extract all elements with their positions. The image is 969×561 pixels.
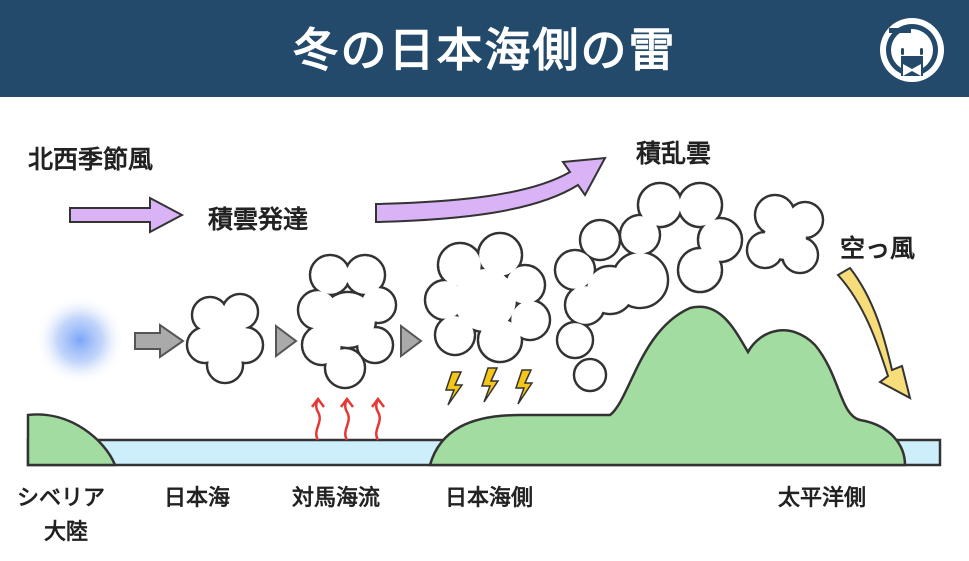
lightning-icons	[444, 367, 534, 406]
monsoon-label: 北西季節風	[28, 145, 154, 174]
japan-land	[428, 305, 907, 467]
cumulonimbus-label: 積乱雲	[636, 139, 712, 168]
monsoon-curved-arrow	[375, 156, 607, 224]
cloud-icon	[423, 231, 552, 364]
heat-arrows	[311, 396, 385, 441]
heat-arrow-icon	[371, 396, 385, 441]
cloud-icon	[553, 181, 744, 393]
siberia-label: シベリア	[17, 486, 106, 511]
wind-arrow	[134, 323, 185, 359]
clouds	[185, 181, 825, 393]
lightning-icon	[514, 369, 534, 405]
dry-wind-arrow	[836, 266, 912, 400]
tsushima-current-label: 対馬海流	[292, 486, 381, 511]
continent-label: 大陸	[44, 520, 89, 545]
siberia-land	[26, 413, 117, 467]
page-title: 冬の日本海側の雷	[292, 23, 677, 77]
cumulus-label: 積雲発達	[208, 205, 309, 234]
pacific-side-label: 太平洋側	[778, 486, 867, 511]
cloud-icon	[296, 253, 398, 390]
sea-of-japan-label: 日本海	[164, 486, 231, 511]
arrow-triangle	[275, 324, 298, 358]
header-bar: 冬の日本海側の雷	[0, 0, 969, 97]
siberian-high-blur	[35, 295, 125, 385]
karakkaze-label: 空っ風	[840, 234, 916, 263]
mascot-bowtie-icon	[880, 18, 944, 82]
lightning-icon	[444, 371, 464, 406]
heat-arrow-icon	[340, 396, 354, 441]
cloud-icon	[185, 292, 265, 385]
cloud-icon	[745, 193, 825, 275]
monsoon-arrow	[69, 196, 185, 234]
sea-side-label: 日本海側	[445, 486, 534, 511]
heat-arrow-icon	[311, 396, 325, 441]
lightning-icon	[480, 367, 500, 403]
arrow-triangle	[400, 324, 423, 358]
